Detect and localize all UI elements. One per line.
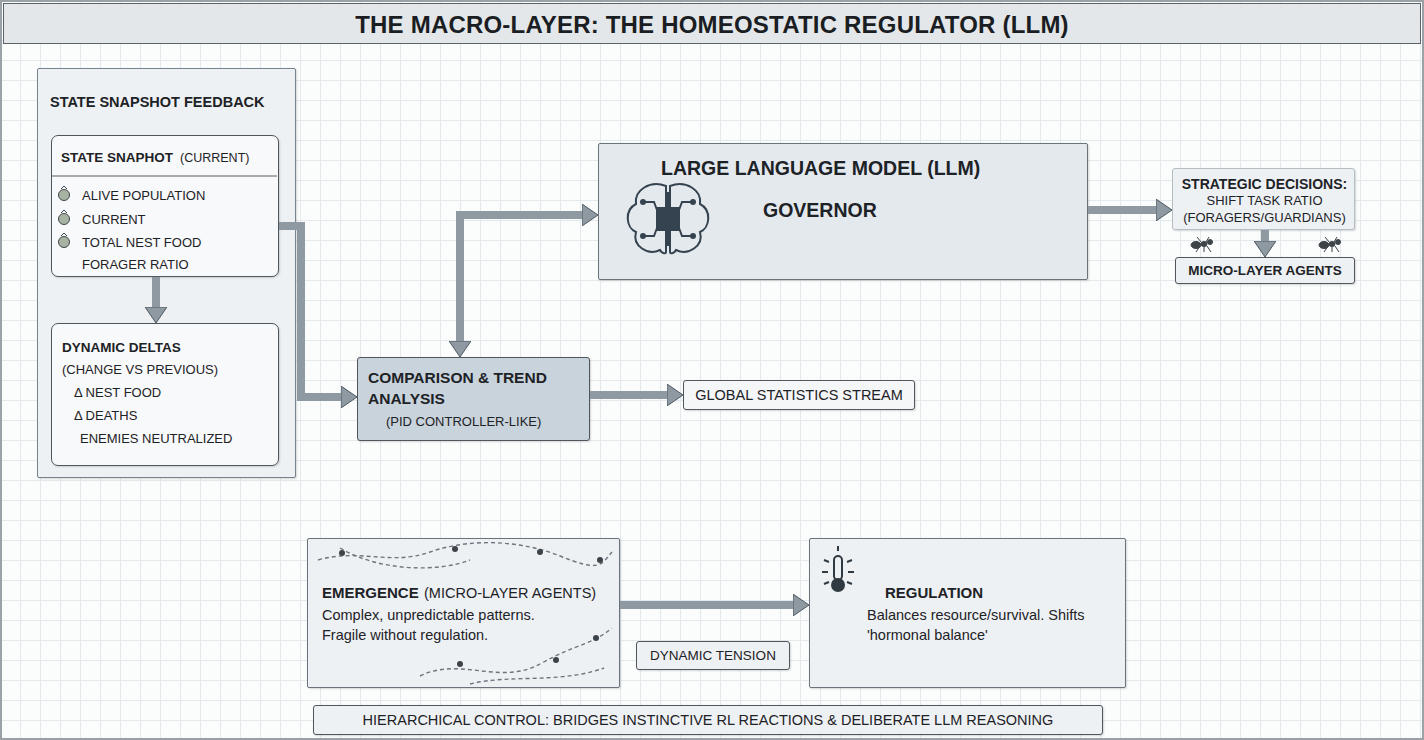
thermometer-icon [822,546,854,591]
flow-arrow [590,391,667,399]
circuit-node [641,234,645,238]
node-text: ENEMIES NEUTRALIZED [80,431,232,448]
circuit-lines [644,192,692,246]
node-heading: DYNAMIC TENSION [637,647,789,665]
trail-path [420,628,612,676]
node-heading: STATE SNAPSHOT FEEDBACK [50,93,265,112]
node-text: (MICRO-LAYER AGENTS) [424,584,596,603]
trail-path [470,668,604,684]
ant-body [1191,242,1201,249]
node-heading: REGULATION [885,583,983,603]
sack-knot [61,210,67,213]
node-text: SHIFT TASK RATIO (FORAGERS/GUARDIANS) [1174,193,1355,227]
dynamic-deltas-box: DYNAMIC DELTAS (CHANGE VS PREVIOUS) Δ NEST… [51,323,279,466]
food-sack-icon [59,186,70,248]
dynamic-tension-box: DYNAMIC TENSION [636,641,790,670]
thermo-rays [822,546,854,584]
circuit-node [691,234,695,238]
ant-dot [553,657,559,663]
ant-head [1336,240,1341,245]
flow-arrow [152,277,160,307]
strategic-decisions-box: STRATEGIC DECISIONS:SHIFT TASK RATIO (FO… [1172,168,1355,230]
node-text: Δ DEATHS [74,408,137,425]
sack-body [59,237,70,248]
node-text: CURRENT [82,212,146,229]
ant-body [1319,242,1329,249]
node-heading: HIERARCHICAL CONTROL: BRIDGES INSTINCTIV… [314,711,1102,730]
ant-dot [593,635,599,641]
trail-path [340,548,470,568]
node-heading: DYNAMIC DELTAS [62,339,181,357]
node-text: Balances resource/survival. Shifts 'horm… [867,605,1095,646]
flow-arrow [460,215,582,341]
node-heading: STRATEGIC DECISIONS: [1173,175,1356,193]
flow-arrow [1261,230,1269,241]
ant-dot [452,546,458,552]
state-snapshot-box: STATE SNAPHOT (CURRENT) ALIVE POPULATION CU… [51,135,279,277]
regulation-box: REGULATIONBalances resource/survival. Sh… [809,538,1126,688]
node-heading: LARGE LANGUAGE MODEL (LLM) [661,156,980,181]
brain-right [670,184,708,253]
node-text: ALIVE POPULATION [82,188,205,205]
sack-knot [61,186,67,189]
node-text: (PID CONTROLLER-LIKE) [386,414,541,431]
flow-arrow [279,226,341,397]
node-heading: COMPARISON & TREND ANALYSIS [368,368,573,410]
sack-body [59,214,70,225]
micro-layer-box: MICRO-LAYER AGENTS [1175,257,1355,284]
emergence-box: EMERGENCE (MICRO-LAYER AGENTS) Complex, un… [307,538,620,688]
flow-arrow [1088,206,1156,214]
node-heading: EMERGENCE [322,583,419,603]
node-text: Δ NEST FOOD [74,385,161,402]
node-heading: MICRO-LAYER AGENTS [1176,262,1354,280]
node-text: Complex, unpredictable patterns. Fragile… [322,605,574,646]
thermo-tube [834,556,842,580]
chip [657,208,679,230]
comparison-box: COMPARISON & TREND ANALYSIS (PID CONTROLL… [357,357,590,441]
ant-trails [318,543,612,684]
thermo-bulb [832,579,844,591]
node-heading: GLOBAL STATISTICS STREAM [684,386,914,405]
ant-head [1208,240,1213,245]
node-text: GOVERNOR [763,198,877,223]
node-text: (CHANGE VS PREVIOUS) [62,362,218,379]
hierarchical-control-band: HIERARCHICAL CONTROL: BRIDGES INSTINCTIV… [313,705,1103,735]
node-text: (CURRENT) [180,150,249,166]
ant-icon [1191,237,1341,252]
feedback-panel: STATE SNAPSHOT FEEDBACK STATE SNAPHOT (CUR… [37,68,296,478]
ant-dot [537,549,543,555]
sack-body [59,190,70,201]
node-text: FORAGER RATIO [82,257,189,274]
ant-dot [597,557,603,563]
title-bar: THE MACRO-LAYER: THE HOMEOSTATIC REGULAT… [3,3,1421,44]
ant-legs [1196,237,1211,252]
flow-arrow [620,601,793,609]
node-text: TOTAL NEST FOOD [82,235,201,252]
ant-body [1201,242,1207,247]
sack-knot [61,233,67,236]
connector-layer [156,210,1265,605]
circuit-node [691,200,695,204]
brain-left [628,184,666,253]
header-separator [51,176,277,177]
ant-dot [457,661,463,667]
trail-path [318,543,612,566]
ant-dots [339,546,603,667]
ant-dot [339,550,345,556]
node-heading: STATE SNAPHOT [61,149,173,167]
circuit-node [641,200,645,204]
llm-governor-box: LARGE LANGUAGE MODEL (LLM) GOVERNOR [598,143,1088,280]
diagram-title: THE MACRO-LAYER: THE HOMEOSTATIC REGULAT… [4,11,1420,39]
brain-chip-icon [628,184,709,253]
ant-body [1329,242,1335,247]
ant-legs [1324,237,1339,252]
statistics-stream-box: GLOBAL STATISTICS STREAM [683,380,915,410]
